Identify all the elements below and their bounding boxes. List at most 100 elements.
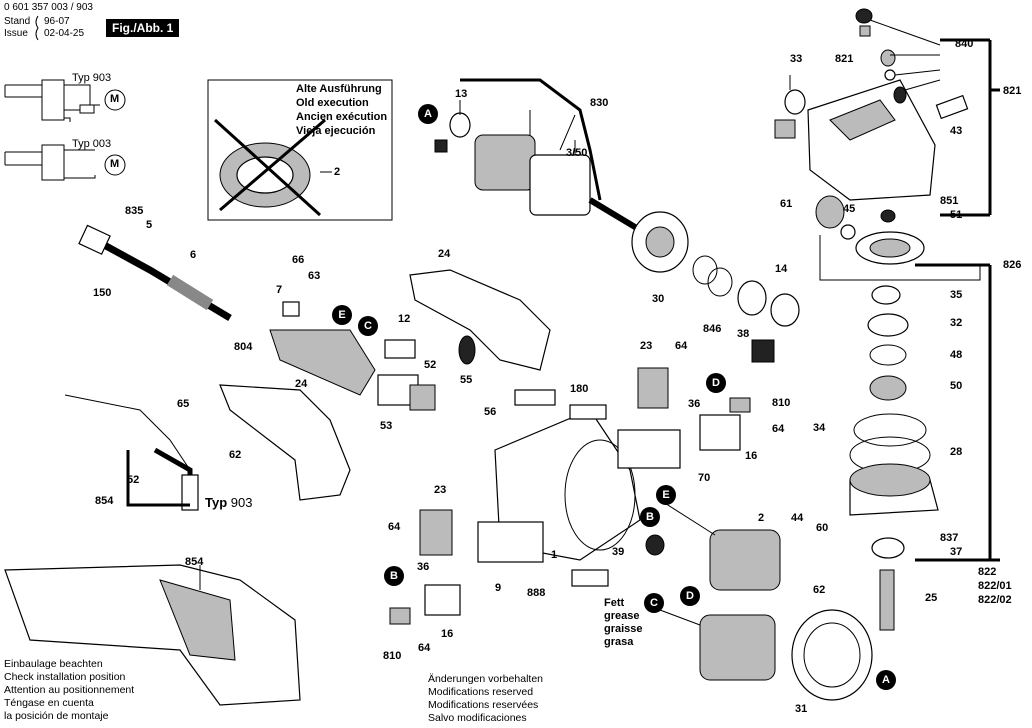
label-150: 150 <box>93 287 112 299</box>
handle-lower <box>219 384 351 501</box>
label-60: 60 <box>816 522 829 534</box>
pin-set-840 <box>855 8 941 104</box>
stand-date: 96-07 <box>44 16 70 27</box>
label-28: 28 <box>950 446 963 458</box>
label-64-left: 64 <box>388 521 401 533</box>
label-44: 44 <box>791 512 804 524</box>
label-33: 33 <box>790 53 803 65</box>
label-822: 822 <box>978 566 997 578</box>
label-840: 840 <box>955 38 974 50</box>
bubble-c-top: C <box>358 316 378 336</box>
typ-number: 903 <box>230 495 253 510</box>
label-37: 37 <box>950 546 963 558</box>
motor-symbol-903: M <box>110 93 120 105</box>
mod-note-de: Änderungen vorbehalten <box>428 673 544 685</box>
label-830: 830 <box>590 97 609 109</box>
label-56: 56 <box>484 406 497 418</box>
bubble-a-top: A <box>418 104 438 124</box>
old-exec-de: Alte Ausführung <box>296 83 382 95</box>
bubble-a-bottom: A <box>876 670 896 690</box>
brush-holders <box>389 367 751 625</box>
bubble-b-left: B <box>384 566 404 586</box>
label-804: 804 <box>234 341 253 353</box>
cable-plug <box>78 224 232 322</box>
fan-bearings <box>631 211 800 363</box>
installation-note: Einbaulage beachten Check installation p… <box>4 658 134 723</box>
label-24-upper: 24 <box>438 248 451 260</box>
label-66: 66 <box>292 254 305 266</box>
label-5: 5 <box>146 219 153 231</box>
typ-word: Typ <box>205 495 228 510</box>
mod-note-fr: Modifications reservées <box>428 699 539 711</box>
field-coils <box>645 499 873 701</box>
label-32: 32 <box>950 317 963 329</box>
label-16-bottom: 16 <box>441 628 454 640</box>
figure-title: Fig./Abb. 1 <box>106 19 180 37</box>
modification-note: Änderungen vorbehalten Modifications res… <box>428 673 543 725</box>
label-34: 34 <box>813 422 826 434</box>
label-13: 13 <box>455 88 468 100</box>
old-exec-fr: Ancien exécution <box>296 111 388 123</box>
label-45: 45 <box>843 203 856 215</box>
label-62-left: 62 <box>229 449 242 461</box>
label-6: 6 <box>190 249 197 261</box>
label-38: 38 <box>737 328 750 340</box>
label-821-right: 821 <box>1003 85 1022 97</box>
spindle-stack <box>849 285 939 631</box>
label-23-top: 23 <box>640 340 653 352</box>
install-note-fr: Attention au positionnement <box>4 684 135 696</box>
grease-note: Fett grease graisse grasa <box>604 597 643 649</box>
label-39: 39 <box>612 546 625 558</box>
label-64-top: 64 <box>675 340 688 352</box>
label-846: 846 <box>703 323 722 335</box>
label-25: 25 <box>925 592 938 604</box>
label-55: 55 <box>460 374 473 386</box>
label-821-top: 821 <box>835 53 854 65</box>
bubble-d-top: D <box>706 373 726 393</box>
label-43: 43 <box>950 125 963 137</box>
label-826: 826 <box>1003 259 1022 271</box>
label-64-right: 64 <box>772 423 785 435</box>
motor-housing <box>477 389 681 587</box>
switch-assembly <box>269 301 476 411</box>
bubble-b-right: B <box>640 507 660 527</box>
label-70: 70 <box>698 472 711 484</box>
wiring-diagram-903 <box>4 79 126 122</box>
typ-903-label: Typ 903 <box>205 495 252 510</box>
wiring-diagram-003 <box>4 144 126 181</box>
bubble-e-top: E <box>332 305 352 325</box>
label-1: 1 <box>551 549 558 561</box>
label-7: 7 <box>276 284 283 296</box>
label-854-bottom: 854 <box>185 556 204 568</box>
mod-note-es: Salvo modificaciones <box>428 712 527 724</box>
grease-en: grease <box>604 610 640 622</box>
old-execution-text: Alte Ausführung Old execution Ancien exé… <box>296 82 387 138</box>
label-31: 31 <box>795 703 808 715</box>
grease-fr: graisse <box>604 623 643 635</box>
gear-head-housing <box>774 79 969 201</box>
bubble-d-bottom: D <box>680 586 700 606</box>
bevel-gear-set <box>815 195 925 265</box>
label-62-right: 62 <box>813 584 826 596</box>
label-14: 14 <box>775 263 788 275</box>
label-52-left: 52 <box>127 474 140 486</box>
label-822-02: 822/02 <box>978 594 1012 606</box>
old-exec-es: Vieja ejecución <box>296 125 376 137</box>
old-exec-en: Old execution <box>296 97 369 109</box>
install-note-es-1: Téngase en cuenta <box>4 697 94 709</box>
label-24-lower: 24 <box>295 378 308 390</box>
bubble-c-bottom: C <box>644 593 664 613</box>
wiring-typ903-label: Typ 903 <box>72 72 112 84</box>
install-note-es-2: la posición de montaje <box>4 710 109 722</box>
bubble-e-bottom: E <box>656 485 676 505</box>
part-number: 0 601 357 003 / 903 <box>4 2 93 13</box>
label-835: 835 <box>125 205 144 217</box>
label-35: 35 <box>950 289 963 301</box>
label-52-top: 52 <box>424 359 437 371</box>
grease-es: grasa <box>604 636 634 648</box>
label-851: 851 <box>940 195 959 207</box>
label-180: 180 <box>570 383 589 395</box>
label-854-left: 854 <box>95 495 114 507</box>
label-810-top: 810 <box>772 397 791 409</box>
